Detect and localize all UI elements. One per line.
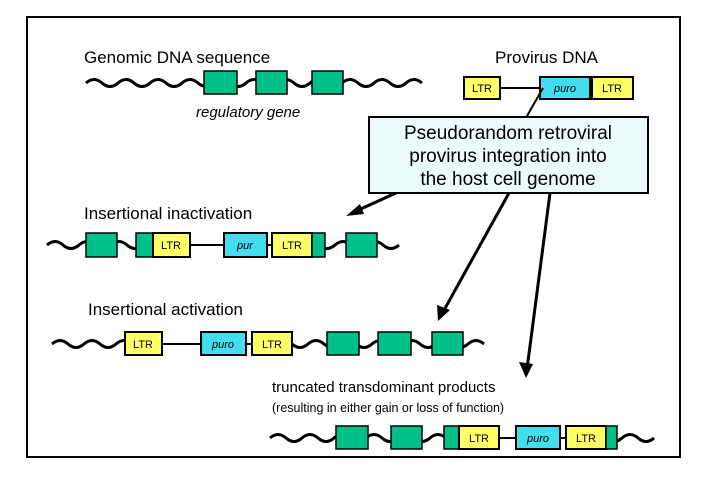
exon-box [345, 232, 378, 258]
ltr-box [251, 331, 293, 356]
insertional-activation-label: Insertional activation [88, 300, 243, 319]
ltr-box [591, 76, 634, 100]
exon-box [311, 70, 344, 95]
exon-box [203, 70, 238, 95]
ltr-box [152, 232, 191, 258]
ltr-label: LTR [472, 83, 492, 95]
exon-box [377, 331, 412, 356]
pur-label: pur [236, 240, 254, 252]
puro-label: puro [211, 339, 234, 351]
exon-box [255, 70, 288, 95]
genomic-dna-label: Genomic DNA sequence [84, 48, 270, 67]
exon-box [431, 331, 464, 356]
exon-box [85, 232, 118, 258]
callout-line-3: the host cell genome [420, 169, 595, 190]
ltr-box [458, 425, 500, 450]
arrowhead [437, 305, 450, 321]
ltr-label: LTR [161, 240, 181, 252]
integration-callout-box [368, 116, 649, 194]
arrow-to-truncated [525, 192, 552, 370]
insertional-inactivation-label: Insertional inactivation [84, 204, 252, 223]
exon-box [326, 331, 360, 356]
ltr-label: LTR [133, 339, 153, 351]
exon-box [390, 425, 423, 450]
puro-label: puro [553, 83, 576, 95]
provirus-dna-label: Provirus DNA [495, 48, 599, 67]
ltr-label: LTR [282, 240, 302, 252]
ltr-label: LTR [602, 83, 622, 95]
pur-box [223, 232, 268, 258]
exon-fragment [311, 232, 326, 258]
truncated-label: truncated transdominant products [272, 379, 495, 396]
callout-line-1: Pseudorandom retroviral [404, 123, 612, 144]
puro-label: puro [526, 433, 549, 445]
ltr-label: LTR [576, 433, 596, 445]
arrowhead [346, 204, 364, 216]
arrow-to-activation [441, 192, 511, 313]
ltr-label: LTR [469, 433, 489, 445]
puro-box [200, 331, 247, 356]
callout-line-2: provirus integration into [409, 146, 607, 167]
exon-fragment [443, 425, 460, 450]
regulatory-gene-label: regulatory gene [196, 104, 300, 121]
truncated-sublabel: (resulting in either gain or loss of fun… [272, 401, 504, 415]
puro-box [539, 76, 591, 100]
exon-box [335, 425, 369, 450]
ltr-box [124, 331, 163, 356]
ltr-box [463, 76, 501, 100]
genomic-dna-strand [85, 78, 423, 88]
ltr-label: LTR [262, 339, 282, 351]
exon-fragment [605, 425, 618, 450]
exon-fragment [135, 232, 154, 258]
arrowhead [519, 362, 533, 378]
puro-box [515, 425, 561, 450]
